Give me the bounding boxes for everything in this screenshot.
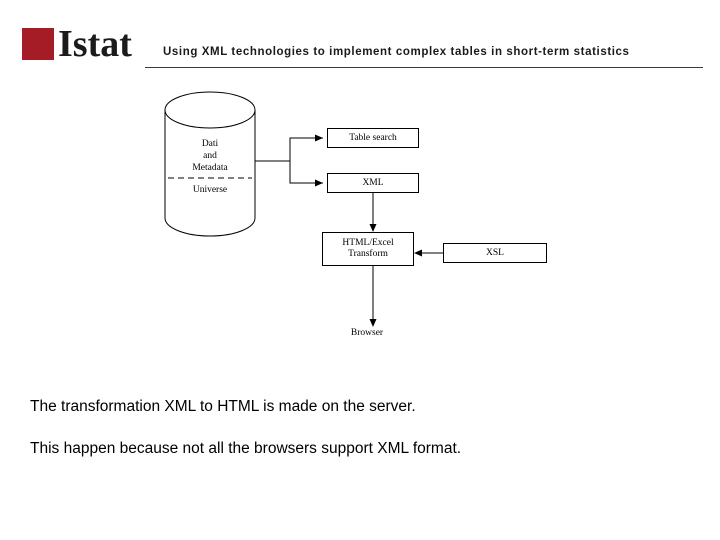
- cylinder-label-universe: Universe: [192, 185, 228, 195]
- node-transform-line1: HTML/Excel: [342, 238, 394, 248]
- connector-db-to-xml: [255, 160, 323, 184]
- node-xsl[interactable]: XSL: [443, 243, 547, 263]
- header-divider: [145, 67, 703, 68]
- istat-logo-text: Istat: [58, 23, 132, 65]
- arrowhead-db-to-table-search: [315, 134, 323, 142]
- slide-header: Istat Using XML technologies to implemen…: [0, 0, 720, 78]
- node-html-excel-transform[interactable]: HTML/Excel Transform: [322, 232, 414, 266]
- node-table-search[interactable]: Table search: [327, 128, 419, 148]
- istat-logo-mark: [22, 28, 54, 60]
- architecture-diagram: Dati and Metadata Universe Table search …: [0, 78, 720, 368]
- cylinder-label-line2: and: [203, 151, 217, 161]
- arrowhead-transform-to-browser: [369, 319, 377, 327]
- diagram-vector-layer: [164, 91, 443, 327]
- node-transform-line2: Transform: [348, 249, 388, 259]
- cylinder-label-line1: Dati: [201, 139, 219, 149]
- database-cylinder-shape: [164, 91, 256, 237]
- arrowhead-db-to-xml: [315, 179, 323, 187]
- arrowhead-xml-to-transform: [369, 224, 377, 232]
- cylinder-label-top: Dati and Metadata: [155, 138, 265, 174]
- body-text-line-1: The transformation XML to HTML is made o…: [30, 398, 416, 415]
- node-xml[interactable]: XML: [327, 173, 419, 193]
- arrowhead-xsl-to-transform: [414, 249, 422, 257]
- body-text-line-2: This happen because not all the browsers…: [30, 440, 462, 457]
- cylinder-label-line3: Metadata: [192, 163, 228, 173]
- page-title: Using XML technologies to implement comp…: [163, 46, 630, 58]
- connector-db-to-table-search: [255, 137, 323, 162]
- node-browser: Browser: [350, 328, 384, 338]
